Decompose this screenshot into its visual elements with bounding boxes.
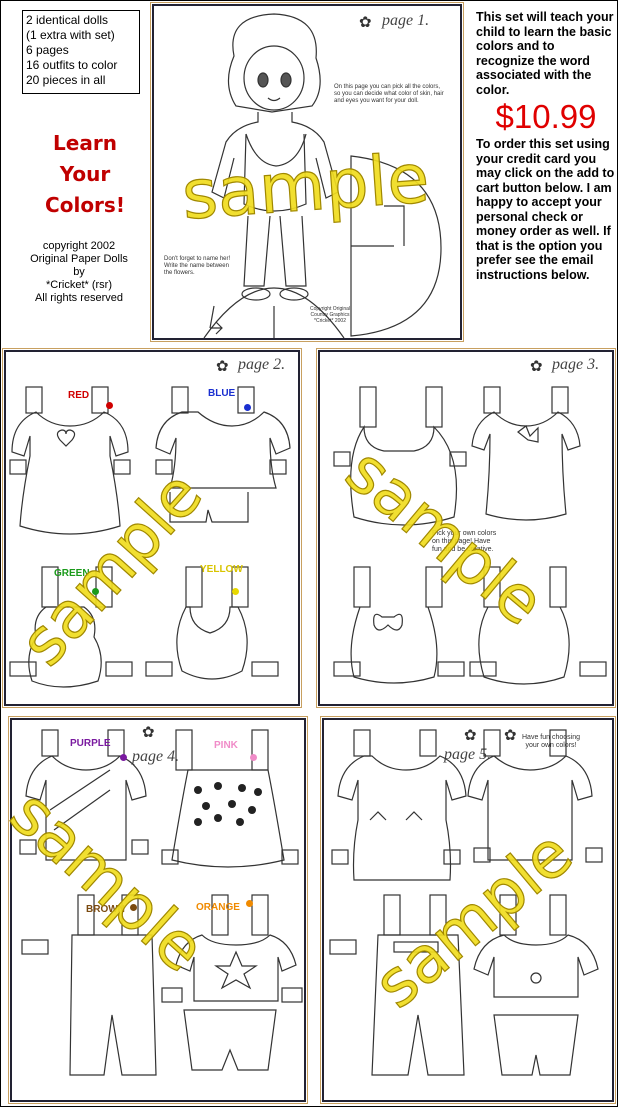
color-label-purple: PURPLE bbox=[70, 738, 111, 749]
copyright-line: copyright 2002 bbox=[42, 240, 116, 252]
color-dot-green bbox=[92, 588, 99, 595]
flower-icon: ✿ bbox=[142, 724, 155, 741]
page-label: page 1. bbox=[382, 12, 430, 29]
color-dot-yellow bbox=[232, 588, 239, 595]
flower-icon: ✿ bbox=[216, 358, 229, 375]
page1-name-note: Don't forget to name her! Write the name… bbox=[164, 256, 231, 276]
color-dot-pink bbox=[250, 754, 257, 761]
copyright-line: All rights reserved bbox=[34, 292, 124, 304]
doll-drawing bbox=[203, 13, 442, 338]
page3-preview: ✿ page 3. Pick your own colors on this p… bbox=[316, 348, 616, 708]
contents-line: 2 identical dolls bbox=[26, 13, 109, 27]
set-contents-box: 2 identical dolls (1 extra with set) 6 p… bbox=[22, 10, 140, 94]
color-label-pink: PINK bbox=[214, 740, 238, 751]
color-dot-brown bbox=[130, 904, 137, 911]
color-dot-purple bbox=[120, 754, 127, 761]
color-dot-orange bbox=[246, 900, 253, 907]
contents-line: (1 extra with set) bbox=[26, 28, 115, 42]
order-text: To order this set using your credit card… bbox=[476, 137, 615, 282]
page-label: page 4. bbox=[132, 748, 180, 765]
intro-text: This set will teach your child to learn … bbox=[476, 10, 614, 97]
flower-icon: ✿ bbox=[504, 727, 517, 744]
description-column: This set will teach your child to learn … bbox=[476, 10, 616, 282]
page-label: page 2. bbox=[238, 356, 286, 373]
outfit-drawings bbox=[329, 729, 603, 1076]
copyright-block: copyright 2002 Original Paper Dolls by *… bbox=[14, 240, 144, 305]
color-label-green: GREEN bbox=[54, 568, 90, 579]
outfit-drawings bbox=[333, 386, 607, 685]
page1-footer: Copyright Original Country Graphics *Cri… bbox=[309, 306, 351, 324]
page-label: page 3. bbox=[552, 356, 600, 373]
color-dot-red bbox=[106, 402, 113, 409]
page1-color-note: On this page you can pick all the colors… bbox=[334, 84, 444, 104]
copyright-line: by bbox=[73, 266, 85, 278]
flower-icon: ✿ bbox=[464, 727, 477, 744]
copyright-line: Original Paper Dolls bbox=[30, 253, 128, 265]
color-label-blue: BLUE bbox=[208, 388, 236, 399]
flower-icon: ✿ bbox=[530, 358, 543, 375]
contents-line: 20 pieces in all bbox=[26, 73, 106, 87]
flower-icon: ✿ bbox=[359, 14, 372, 31]
outfit-drawings bbox=[9, 386, 291, 688]
color-dot-blue bbox=[244, 404, 251, 411]
page5-note: Have fun choosing your own colors! bbox=[522, 734, 580, 749]
title-line: Colors! bbox=[45, 193, 125, 217]
color-label-brown: BROWN bbox=[86, 904, 125, 915]
color-label-red: RED bbox=[68, 390, 90, 401]
title-line: Your bbox=[59, 162, 111, 186]
page3-note: Pick your own colors on this page! Have … bbox=[432, 530, 497, 553]
outfit-drawings bbox=[19, 729, 303, 1076]
price-label: $10.99 bbox=[495, 98, 597, 135]
page4-preview: ✿ page 4. PURPLE PINK BROWN O bbox=[0, 716, 308, 1104]
page2-preview: ✿ page 2. RED BLUE GREEN YELLOW sample bbox=[2, 348, 302, 708]
product-title: Learn Your Colors! bbox=[30, 128, 140, 221]
contents-line: 16 outfits to color bbox=[26, 58, 118, 72]
page1-preview: ✿ page 1. On this page you can pick all bbox=[150, 2, 464, 342]
page-label: page 5. bbox=[444, 746, 492, 763]
contents-line: 6 pages bbox=[26, 43, 69, 57]
title-line: Learn bbox=[53, 131, 117, 155]
copyright-line: *Cricket* (rsr) bbox=[46, 279, 112, 291]
color-label-orange: ORANGE bbox=[196, 902, 240, 913]
color-label-yellow: YELLOW bbox=[200, 564, 243, 575]
page5-preview: ✿ ✿ page 5. Have fun choosing your own c… bbox=[320, 716, 616, 1104]
